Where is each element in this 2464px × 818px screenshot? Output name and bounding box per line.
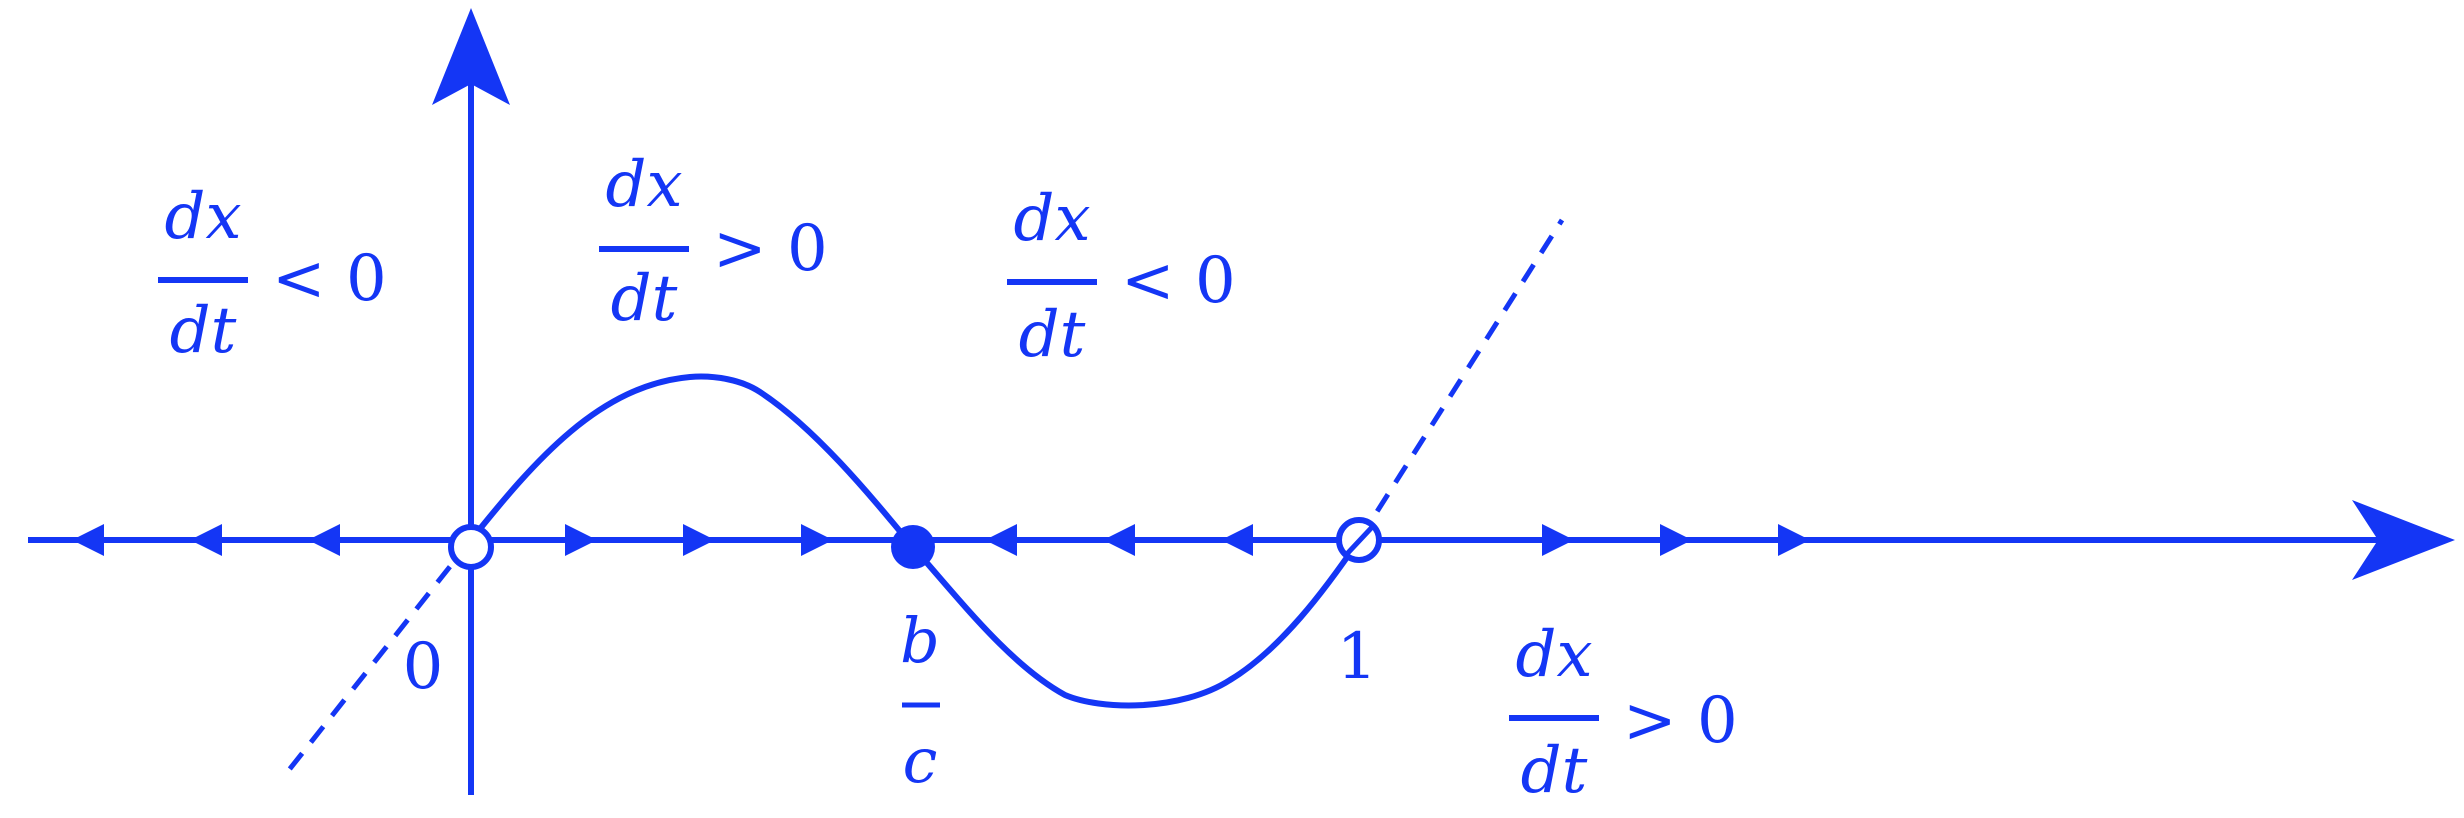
curve-dashed-right [1356, 218, 1565, 542]
region-label-relation: > 0 [1623, 684, 1738, 758]
region-label-numerator: dx [605, 148, 682, 222]
flow-arrow-right [1660, 524, 1692, 556]
region-label-numerator: dx [1013, 182, 1090, 256]
region-label-denominator: dt [611, 262, 678, 336]
origin-label: 0 [403, 630, 444, 704]
region-label-numerator: dx [1515, 618, 1592, 692]
flow-arrow-left [985, 524, 1017, 556]
equilibrium-one-slash [1343, 522, 1377, 558]
region-label-left: dx dt < 0 [158, 180, 387, 368]
one-label: 1 [1337, 620, 1378, 694]
flow-arrow-right [801, 524, 833, 556]
region-label-denominator: dt [1019, 298, 1086, 372]
flow-arrow-right [683, 524, 715, 556]
flow-arrow-left [308, 524, 340, 556]
bc-numerator: b [900, 604, 940, 677]
region-label-zero-to-bc: dx dt > 0 [599, 148, 828, 336]
curve-dashed-left [283, 538, 473, 777]
flow-arrow-right [565, 524, 597, 556]
region-label-denominator: dt [1521, 734, 1588, 808]
bc-label: b c [900, 604, 940, 797]
region-label-relation: < 0 [1121, 244, 1236, 318]
region-label-numerator: dx [164, 180, 241, 254]
flow-arrow-right [1778, 524, 1810, 556]
axes [28, 80, 2380, 795]
x-axis-arrowhead [2352, 500, 2455, 580]
flow-arrow-left [1221, 524, 1253, 556]
region-label-right: dx dt > 0 [1509, 618, 1738, 808]
region-label-bc-to-one: dx dt < 0 [1007, 182, 1236, 372]
region-label-relation: > 0 [713, 212, 828, 286]
bc-denominator: c [903, 724, 938, 797]
equilibrium-bc-filled-circle [891, 525, 935, 569]
flow-arrow-left [72, 524, 104, 556]
y-axis-arrowhead [432, 8, 510, 105]
flow-arrow-right [1542, 524, 1574, 556]
region-label-denominator: dt [170, 294, 237, 368]
flow-arrows [72, 524, 1810, 556]
flow-arrow-left [190, 524, 222, 556]
equilibrium-zero-open-circle [448, 524, 494, 570]
region-label-relation: < 0 [272, 242, 387, 316]
flow-arrow-left [1103, 524, 1135, 556]
curve-dashed-extensions [283, 218, 1565, 777]
